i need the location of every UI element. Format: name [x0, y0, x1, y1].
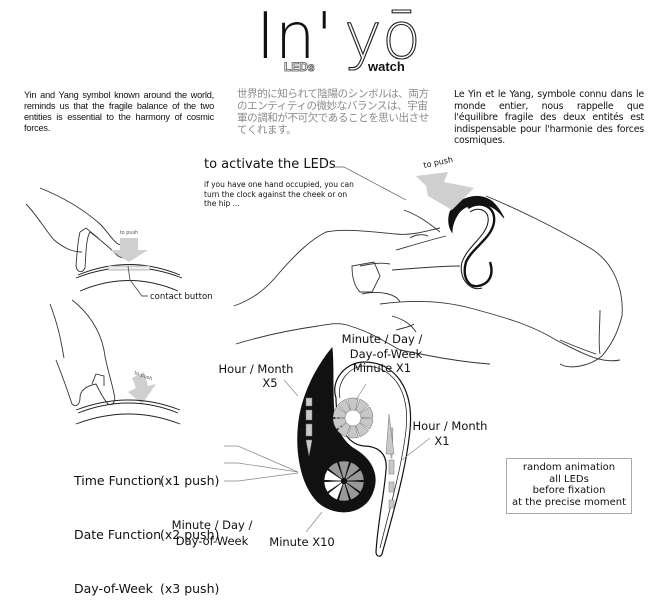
led-bar — [388, 481, 395, 493]
led-wheel-minute-x1 — [332, 397, 374, 439]
led-bar — [385, 413, 395, 455]
title-logo: In' yō LEDs watch — [256, 2, 422, 74]
animation-note-box: random animation all LEDs before fixatio… — [506, 458, 632, 514]
led-segment — [359, 406, 374, 418]
leader-hour-x1 — [401, 437, 431, 461]
title-leds: LEDs — [284, 60, 315, 74]
title-watch: watch — [367, 59, 405, 74]
led-segment — [346, 469, 365, 482]
label-minute-x10-left-line2: Day-of-Week — [176, 534, 249, 548]
product-title: In' yō LEDs watch — [256, 2, 436, 74]
led-bar — [305, 409, 313, 421]
description-japanese: 世界的に知られて陰陽のシンボルは、両方のエンティティの微妙なバランスは、宇宙軍の… — [237, 88, 429, 136]
label-minute-x1-line2: Day-of-Week — [350, 347, 423, 361]
function-push: (x3 push) — [160, 581, 220, 596]
hand-wrist-right — [233, 195, 623, 368]
leader-day-of-week — [224, 472, 299, 482]
animation-note-line: before fixation — [532, 485, 606, 496]
function-list: Time Function(x1 push) Date Function(x2 … — [74, 436, 219, 616]
title-yo: yō — [344, 2, 421, 74]
led-segment — [359, 418, 374, 430]
led-segment — [355, 398, 370, 414]
contact-button-label: contact button — [150, 292, 213, 302]
led-segment — [355, 422, 370, 438]
leader-hour-x5 — [283, 379, 299, 397]
hand-top-left — [25, 187, 132, 273]
worn-watch — [448, 196, 505, 290]
activate-leader-line — [334, 166, 407, 201]
description-english: Yin and Yang symbol known around the wor… — [24, 90, 214, 133]
leader-minute-x10 — [305, 511, 323, 533]
function-push: (x1 push) — [160, 473, 220, 488]
leader-date-function — [224, 462, 299, 473]
leader-minute-x1 — [355, 383, 367, 401]
label-minute-x10-left-line1: Minute / Day / — [172, 518, 253, 532]
label-minute-x1-line1: Minute / Day / — [342, 332, 423, 346]
led-bar — [305, 423, 313, 437]
description-french: Le Yin et le Yang, symbole connu dans le… — [454, 89, 644, 146]
label-hour-month-x5-line2: X5 — [262, 376, 277, 390]
animation-note-line: random animation — [522, 462, 616, 473]
label-minute-x10: Minute X10 — [269, 535, 334, 549]
leader-time-function — [224, 445, 299, 473]
function-name: Day-of-Week — [74, 581, 153, 596]
led-segment — [336, 398, 351, 414]
push-arrow-wrist — [416, 172, 474, 210]
label-hour-month-x1-line2: X1 — [434, 434, 449, 448]
led-segment — [332, 418, 347, 430]
label-hour-month-x1-line1: Hour / Month — [413, 419, 488, 433]
push-arrow-top-left — [110, 238, 148, 262]
hand-bottom-left — [49, 299, 116, 407]
title-in: In' — [256, 2, 333, 74]
function-name: Time Function — [74, 473, 162, 488]
animation-note-line: all LEDs — [549, 473, 589, 485]
led-bar — [388, 459, 395, 475]
activate-hint: if you have one hand occupied, you can t… — [204, 180, 354, 208]
function-name: Date Function — [74, 527, 162, 542]
label-minute-x1-line3: Minute X1 — [353, 361, 411, 375]
push-label-top-left: to push — [120, 230, 139, 236]
label-hour-month-x5-line1: Hour / Month — [219, 362, 294, 376]
function-push: (x2 push) — [160, 527, 220, 542]
leader-lines — [224, 379, 431, 533]
led-segment — [347, 397, 359, 411]
watch-cross-section-top — [75, 264, 183, 297]
illustration-layer: to push contact button to push — [25, 155, 623, 557]
led-bar — [305, 397, 313, 407]
led-bar — [388, 499, 395, 509]
watch-cross-section-bottom — [75, 399, 181, 425]
led-bars-hour-x1 — [385, 413, 395, 509]
push-label-wrist: to push — [423, 155, 454, 170]
push-arrow-bottom-left — [128, 372, 156, 404]
function-row: Day-of-Week (x3 push) — [74, 580, 219, 598]
led-segment — [332, 406, 347, 418]
animation-note-line: at the precise moment — [511, 496, 627, 508]
activate-heading: to activate the LEDs — [204, 157, 336, 172]
function-row: Time Function(x1 push) — [74, 472, 219, 490]
led-bars-hour-x5 — [305, 397, 313, 457]
led-bar — [305, 439, 313, 457]
led-segment — [347, 425, 359, 439]
led-wheel-minute-x10 — [323, 460, 365, 502]
function-row: Date Function(x2 push) — [74, 526, 219, 544]
led-segment — [336, 422, 351, 438]
